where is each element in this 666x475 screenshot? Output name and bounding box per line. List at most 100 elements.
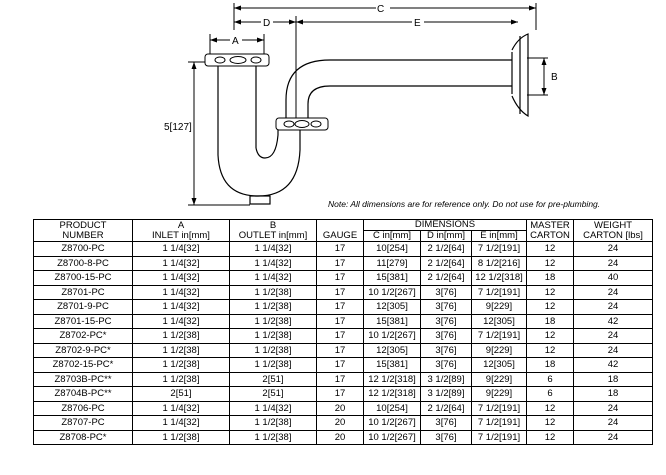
cell-gauge: 17 xyxy=(316,386,364,402)
cell-dim-e: 12 1/2[318] xyxy=(471,270,527,286)
cell-dim-e: 12[305] xyxy=(471,357,527,373)
cell-dim-d: 3 1/2[89] xyxy=(420,386,472,402)
cell-dim-c: 10[254] xyxy=(363,241,421,257)
cell-gauge: 17 xyxy=(316,299,364,315)
cell-dim-e: 9[229] xyxy=(471,386,527,402)
cell-dim-e: 9[229] xyxy=(471,371,527,387)
cell-master-carton: 12 xyxy=(526,328,574,344)
cell-product: Z8706-PC xyxy=(33,400,133,416)
cell-outlet-b: 1 1/2[38] xyxy=(229,328,317,344)
cell-gauge: 20 xyxy=(316,415,364,431)
cell-outlet-b: 1 1/2[38] xyxy=(229,429,317,445)
cell-product: Z8703B-PC** xyxy=(33,371,133,387)
header-product-line1: PRODUCT xyxy=(59,220,107,231)
cell-master-carton: 6 xyxy=(526,371,574,387)
cell-dim-d: 3[76] xyxy=(420,299,472,315)
cell-dim-c: 11[279] xyxy=(363,255,421,271)
cell-dim-e: 7 1/2[191] xyxy=(471,328,527,344)
header-e: E in[mm] xyxy=(471,230,527,242)
cell-inlet-a: 1 1/2[38] xyxy=(132,357,230,373)
cell-dim-c: 15[381] xyxy=(363,357,421,373)
cell-inlet-a: 1 1/4[32] xyxy=(132,270,230,286)
cell-weight: 24 xyxy=(573,284,653,300)
cell-dim-d: 3[76] xyxy=(420,429,472,445)
cell-dim-e: 8 1/2[216] xyxy=(471,255,527,271)
cell-dim-c: 15[381] xyxy=(363,313,421,329)
cell-weight: 24 xyxy=(573,299,653,315)
cell-product: Z8702-9-PC* xyxy=(33,342,133,358)
header-master-line2: CARTON xyxy=(530,230,570,241)
cell-gauge: 20 xyxy=(316,429,364,445)
cell-dim-d: 3[76] xyxy=(420,328,472,344)
cell-gauge: 17 xyxy=(316,357,364,373)
cell-dim-d: 3[76] xyxy=(420,313,472,329)
cell-weight: 24 xyxy=(573,342,653,358)
header-c: C in[mm] xyxy=(363,230,421,242)
header-dimensions: DIMENSIONS xyxy=(363,219,527,231)
cell-dim-d: 3[76] xyxy=(420,342,472,358)
cell-weight: 24 xyxy=(573,328,653,344)
dimension-e-label: E xyxy=(414,18,421,29)
cell-dim-c: 15[381] xyxy=(363,270,421,286)
cell-master-carton: 12 xyxy=(526,415,574,431)
cell-product: Z8700-8-PC xyxy=(33,255,133,271)
dimension-a-label: A xyxy=(232,36,239,47)
cell-weight: 42 xyxy=(573,357,653,373)
header-b-line2: OUTLET in[mm] xyxy=(238,230,308,241)
cell-dim-d: 3[76] xyxy=(420,415,472,431)
cell-inlet-a: 2[51] xyxy=(132,386,230,402)
cell-gauge: 17 xyxy=(316,328,364,344)
cell-weight: 24 xyxy=(573,241,653,257)
cell-product: Z8704B-PC** xyxy=(33,386,133,402)
cell-gauge: 17 xyxy=(316,241,364,257)
cell-dim-c: 10 1/2[267] xyxy=(363,284,421,300)
cell-weight: 24 xyxy=(573,255,653,271)
header-a: A INLET in[mm] xyxy=(132,219,230,242)
cell-dim-d: 2 1/2[64] xyxy=(420,241,472,257)
cell-dim-d: 3[76] xyxy=(420,284,472,300)
cell-product: Z8702-15-PC* xyxy=(33,357,133,373)
header-weight-line1: WEIGHT xyxy=(594,220,632,231)
cell-outlet-b: 2[51] xyxy=(229,386,317,402)
cell-dim-c: 12 1/2[318] xyxy=(363,386,421,402)
dimension-c-label: C xyxy=(377,4,384,15)
header-b: B OUTLET in[mm] xyxy=(229,219,317,242)
cell-product: Z8707-PC xyxy=(33,415,133,431)
cell-master-carton: 12 xyxy=(526,342,574,358)
cell-product: Z8701-15-PC xyxy=(33,313,133,329)
cell-dim-c: 12 1/2[318] xyxy=(363,371,421,387)
cell-inlet-a: 1 1/4[32] xyxy=(132,255,230,271)
cell-dim-e: 7 1/2[191] xyxy=(471,241,527,257)
header-a-line2: INLET in[mm] xyxy=(152,230,210,241)
cell-weight: 18 xyxy=(573,371,653,387)
cell-inlet-a: 1 1/2[38] xyxy=(132,328,230,344)
cell-gauge: 17 xyxy=(316,313,364,329)
cell-weight: 40 xyxy=(573,270,653,286)
cell-outlet-b: 1 1/2[38] xyxy=(229,357,317,373)
header-master-line1: MASTER xyxy=(530,220,570,231)
cell-master-carton: 12 xyxy=(526,299,574,315)
cell-outlet-b: 1 1/4[32] xyxy=(229,270,317,286)
cell-master-carton: 12 xyxy=(526,429,574,445)
cell-gauge: 20 xyxy=(316,400,364,416)
cell-inlet-a: 1 1/4[32] xyxy=(132,400,230,416)
cell-dim-d: 3[76] xyxy=(420,357,472,373)
cell-weight: 24 xyxy=(573,400,653,416)
cell-dim-d: 2 1/2[64] xyxy=(420,255,472,271)
cell-inlet-a: 1 1/4[32] xyxy=(132,313,230,329)
cell-product: Z8708-PC* xyxy=(33,429,133,445)
cell-dim-e: 12[305] xyxy=(471,313,527,329)
cell-dim-c: 10[254] xyxy=(363,400,421,416)
cell-inlet-a: 1 1/2[38] xyxy=(132,429,230,445)
cell-product: Z8702-PC* xyxy=(33,328,133,344)
cell-inlet-a: 1 1/4[32] xyxy=(132,241,230,257)
cell-master-carton: 18 xyxy=(526,313,574,329)
header-gauge: GAUGE xyxy=(316,219,364,242)
